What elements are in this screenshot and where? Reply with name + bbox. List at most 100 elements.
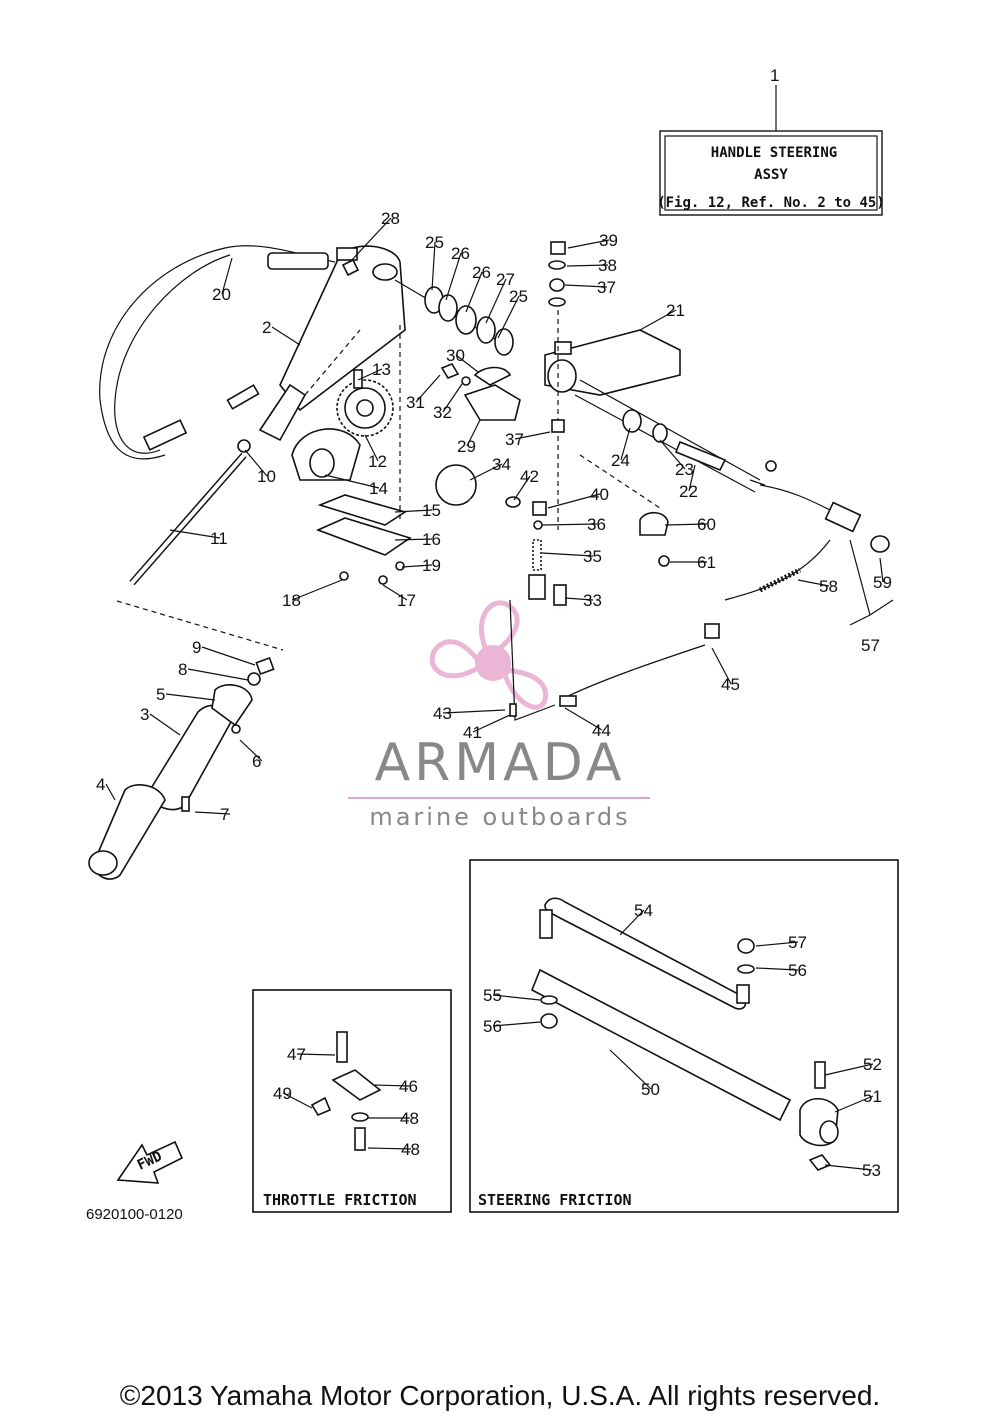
leader-line: [169, 529, 221, 539]
leader-line: [291, 579, 343, 601]
callout-11: 11: [210, 529, 228, 548]
leader-line: [415, 374, 441, 403]
leader-line: [282, 1092, 313, 1109]
leader-line: [541, 552, 594, 557]
callout-19: 19: [422, 556, 441, 575]
assy-line-3: (Fig. 12, Ref. No. 2 to 45): [657, 195, 885, 211]
callout-28: 28: [381, 209, 400, 228]
callout-43: 43: [433, 704, 452, 723]
callout-44: 44: [592, 721, 611, 740]
leader-line: [497, 295, 520, 339]
callout-14: 14: [369, 479, 388, 498]
leader-line: [755, 941, 799, 947]
callout-numbers: 2345678910111213141516171819202122232425…: [96, 209, 892, 1180]
callout-55: 55: [483, 986, 502, 1005]
callout-52: 52: [863, 1055, 882, 1074]
callout-2: 2: [262, 318, 271, 337]
callout-24: 24: [611, 451, 630, 470]
callout-16: 16: [422, 530, 441, 549]
leader-line: [244, 449, 268, 477]
leader-line: [349, 217, 392, 263]
leader-line: [547, 493, 601, 509]
steering-friction-title: STEERING FRICTION: [478, 1191, 632, 1209]
callout-45: 45: [721, 675, 740, 694]
leader-line: [201, 646, 256, 666]
leader-line: [619, 909, 645, 936]
callout-8: 8: [178, 660, 187, 679]
leader-line: [879, 557, 884, 583]
callout-36: 36: [587, 515, 606, 534]
callout-48: 48: [400, 1109, 419, 1128]
leader-line: [187, 668, 249, 681]
callout-13: 13: [372, 360, 391, 379]
callout-6: 6: [252, 752, 261, 771]
leader-line: [271, 326, 301, 346]
callout-9: 9: [192, 638, 201, 657]
callout-39: 39: [599, 231, 618, 250]
leader-line: [834, 1095, 874, 1113]
leader-line: [442, 709, 506, 714]
callout-35: 35: [583, 547, 602, 566]
callout-47: 47: [287, 1045, 306, 1064]
callout-48: 48: [401, 1140, 420, 1159]
leader-line: [239, 739, 263, 762]
throttle-friction-title: THROTTLE FRICTION: [263, 1191, 417, 1209]
leader-line: [445, 252, 462, 301]
callout-10: 10: [257, 467, 276, 486]
callout-4: 4: [96, 775, 105, 794]
callout-37: 37: [505, 430, 524, 449]
callout-49: 49: [273, 1084, 292, 1103]
friction-gear: [336, 369, 394, 437]
leader-line: [194, 811, 231, 815]
cable-clip: [579, 454, 670, 567]
callout-26: 26: [451, 244, 470, 263]
leader-line: [711, 647, 732, 685]
leader-line: [564, 597, 594, 601]
callout-61: 61: [697, 553, 716, 572]
assy-line-2: ASSY: [754, 167, 788, 183]
callout-59: 59: [873, 573, 892, 592]
callout-18: 18: [282, 591, 301, 610]
leader-line: [639, 309, 677, 331]
assy-line-1: HANDLE STEERING: [711, 145, 837, 161]
leader-line: [296, 1053, 336, 1056]
leader-line: [513, 475, 531, 501]
callout-12: 12: [368, 452, 387, 471]
leader-line: [688, 464, 696, 492]
leader-line: [566, 264, 609, 267]
callout-41: 41: [463, 723, 482, 742]
callout-51: 51: [863, 1087, 882, 1106]
leader-line: [221, 257, 233, 295]
leader-line: [659, 439, 686, 470]
leader-line: [755, 967, 799, 971]
callout-60: 60: [697, 515, 716, 534]
leader-line: [455, 354, 479, 373]
throttle-grip: [88, 656, 275, 880]
leader-line: [492, 994, 541, 1001]
callout-7: 7: [220, 805, 229, 824]
callout-58: 58: [819, 577, 838, 596]
callout-31: 31: [406, 393, 425, 412]
callout-22: 22: [679, 482, 698, 501]
steering-bracket: [544, 329, 761, 493]
callout-57: 57: [861, 636, 880, 655]
leader-line: [165, 693, 216, 701]
throttle-rod: [116, 439, 284, 651]
steering-friction-panel: STEERING FRICTION: [469, 859, 899, 1213]
callout-27: 27: [496, 270, 515, 289]
leader-line: [567, 239, 610, 249]
callout-46: 46: [399, 1077, 418, 1096]
leader-line: [472, 714, 511, 733]
leader-line: [485, 278, 507, 324]
steering-cable-right: [724, 460, 894, 626]
callout-30: 30: [446, 346, 465, 365]
callout-42: 42: [520, 467, 539, 486]
leader-line: [609, 1049, 652, 1090]
leader-line: [364, 434, 379, 462]
throttle-friction-panel: THROTTLE FRICTION: [252, 989, 452, 1213]
diagram-code: 6920100-0120: [86, 1206, 183, 1223]
handle-steering-assy-label: HANDLE STEERING ASSY (Fig. 12, Ref. No. …: [657, 66, 885, 216]
leader-line: [564, 707, 603, 731]
